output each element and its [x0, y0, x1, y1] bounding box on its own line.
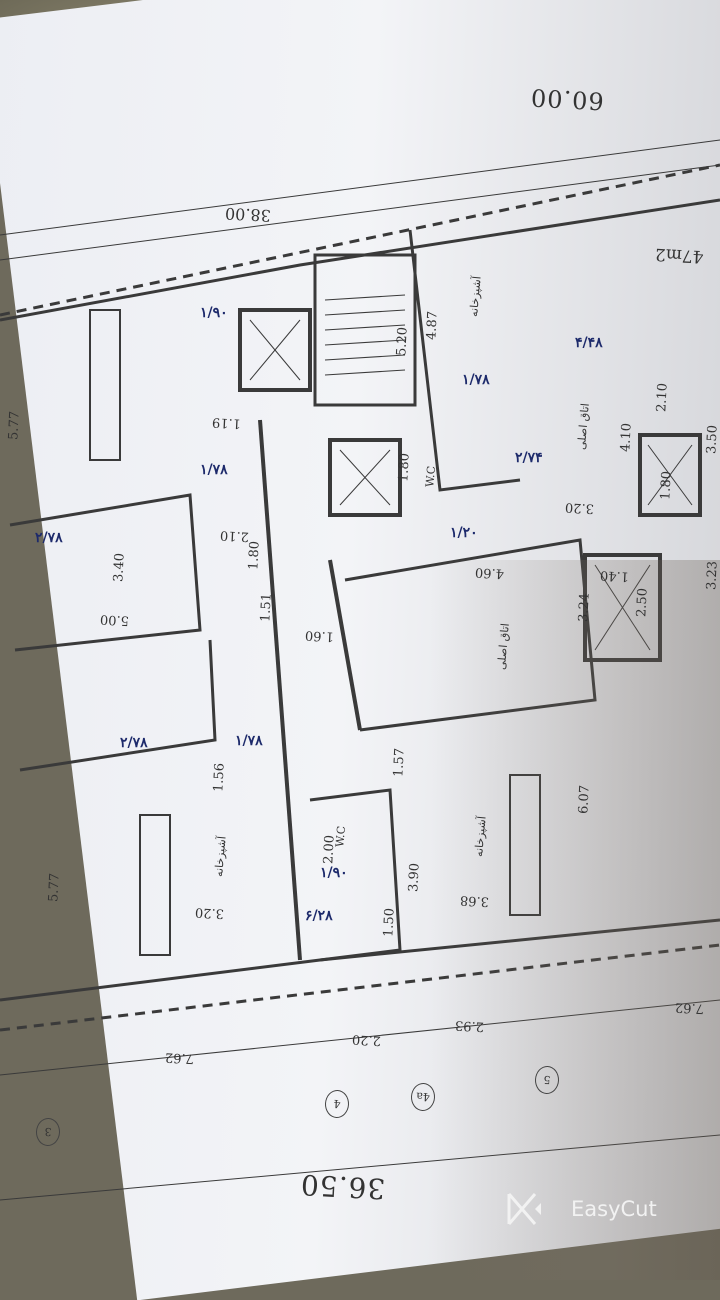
handwritten-note: ۲/۷۸ [120, 735, 148, 751]
elevator-shaft [238, 308, 312, 392]
dimension: 6.07 [576, 784, 593, 815]
dimension: 1.80 [396, 452, 413, 483]
dimension-line [0, 139, 720, 236]
handwritten-note: ۱/۹۰ [320, 865, 348, 881]
room-wall [408, 229, 521, 492]
stairwell [313, 253, 417, 407]
dimension: 3.90 [406, 862, 423, 893]
grid-spacing: 7.62 [164, 1049, 195, 1066]
dimension: 3.20 [564, 499, 595, 516]
dimension: 5.20 [394, 326, 411, 357]
wc-wall [309, 788, 402, 962]
dimension: 2.10 [654, 382, 671, 413]
dimension: 3.68 [459, 892, 490, 909]
room-wall [344, 538, 597, 732]
dimension: 1.80 [658, 470, 675, 501]
dimension: 2.50 [634, 587, 651, 618]
handwritten-note: ۲/۷۴ [515, 450, 543, 466]
dimension: 3.50 [704, 424, 720, 455]
elevator-shaft [328, 438, 402, 517]
dimension: 3.24 [576, 592, 593, 623]
counter [139, 814, 171, 956]
dimension: 1.19 [211, 414, 242, 431]
dimension: 3.20 [194, 904, 225, 921]
dimension: 4.87 [424, 310, 441, 341]
dimension: 1.80 [246, 540, 263, 571]
grid-spacing: 2.20 [351, 1031, 382, 1048]
dimension: 3.23 [704, 560, 720, 591]
dimension: 5.00 [99, 611, 130, 628]
corridor-wall [328, 559, 362, 731]
area-label: 47m2 [654, 243, 705, 267]
overall-dimension-line [0, 1134, 720, 1201]
overall-dimension-bottom: 36.50 [299, 1167, 386, 1206]
dimension: 1.40 [599, 567, 630, 584]
dimension: 4.60 [474, 564, 505, 581]
counter [509, 774, 541, 916]
handwritten-note: ۱/۷۸ [200, 462, 228, 478]
shaft [638, 433, 702, 517]
handwritten-note: ۱/۲۰ [450, 525, 478, 541]
dimension: 1.51 [258, 592, 275, 623]
handwritten-note: ۴/۴۸ [575, 335, 603, 351]
dimension: 1.57 [391, 747, 408, 778]
upper-dimension: 38.00 [224, 203, 272, 226]
dimension: 5.77 [46, 872, 63, 903]
shadow-overlay [430, 560, 720, 1280]
handwritten-note: ۱/۹۰ [200, 305, 228, 321]
handwritten-note: ۲/۷۸ [35, 530, 63, 546]
boundary-dashed-line [0, 943, 720, 1032]
room-wall [9, 493, 202, 652]
easycut-logo-icon [507, 1193, 541, 1225]
exterior-wall [0, 198, 720, 322]
room-label-wc: W.C [333, 825, 349, 848]
boundary-dashed-line [0, 163, 720, 317]
dimension: 1.56 [211, 762, 228, 793]
room-label-wc: W.C [423, 465, 439, 488]
handwritten-note: ۱/۷۸ [235, 733, 263, 749]
corridor-wall [258, 419, 302, 961]
dimension: 4.10 [618, 422, 635, 453]
watermark-label: EasyCut [571, 1197, 657, 1221]
counter [89, 309, 121, 461]
dimension: 1.60 [304, 627, 335, 644]
dimension: 2.10 [219, 527, 250, 544]
dimension: 3.40 [111, 552, 128, 583]
room-wall [19, 639, 217, 772]
handwritten-note: ۱/۷۸ [462, 372, 490, 388]
grid-spacing: 2.93 [454, 1017, 485, 1034]
handwritten-note: ۶/۲۸ [305, 908, 333, 924]
grid-spacing: 7.62 [674, 999, 705, 1016]
overall-dimension-top: 60.00 [529, 83, 605, 115]
dimension: 5.77 [6, 410, 23, 441]
dimension-line [0, 164, 720, 261]
dimension: 1.50 [381, 907, 398, 938]
grid-dimension-line [0, 999, 720, 1076]
easycut-watermark: EasyCut [505, 1190, 657, 1228]
